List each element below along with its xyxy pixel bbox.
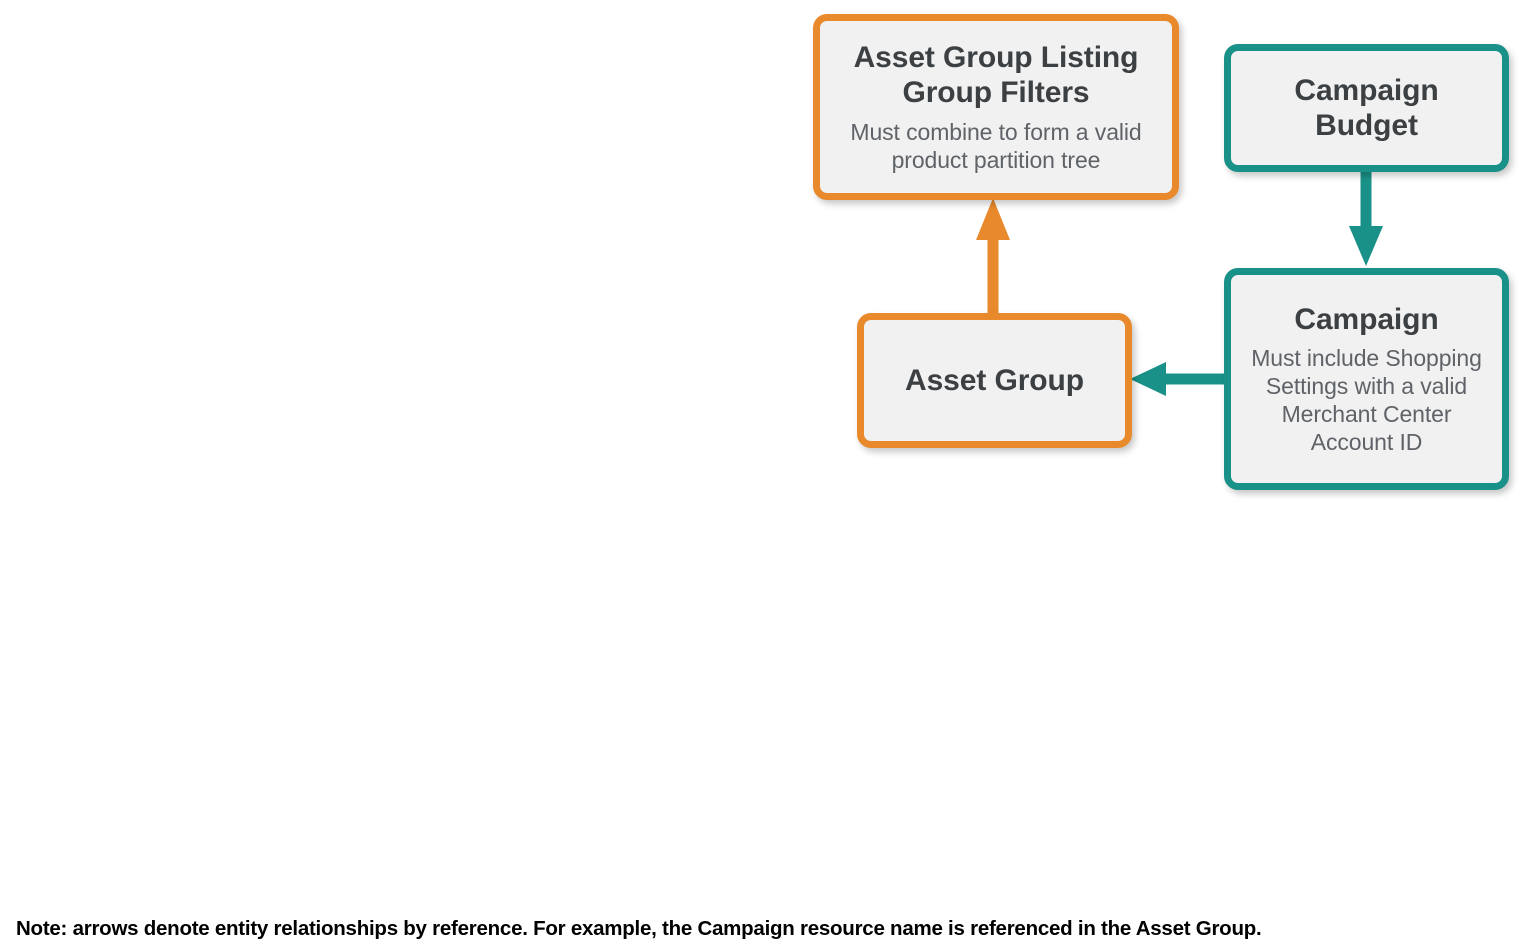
node-title: Campaign [1294, 302, 1439, 336]
footer-note: Note: arrows denote entity relationships… [16, 917, 1262, 940]
arrowhead-left-teal [1130, 362, 1166, 396]
node-campaign-budget[interactable]: Campaign Budget [1224, 44, 1509, 172]
node-subtitle: Must combine to form a valid product par… [850, 118, 1142, 173]
node-campaign[interactable]: Campaign Must include Shopping Settings … [1224, 268, 1509, 490]
node-subtitle: Must include Shopping Settings with a va… [1251, 344, 1482, 456]
edge-campaign-to-asset-group [1130, 362, 1226, 396]
edge-campaign-budget-to-campaign [1349, 170, 1383, 266]
node-asset-group-listing-group-filters[interactable]: Asset Group Listing Group Filters Must c… [813, 14, 1179, 200]
node-title: Campaign Budget [1294, 73, 1439, 142]
node-title: Asset Group [905, 363, 1084, 397]
arrowhead-up-orange [976, 198, 1010, 240]
node-title: Asset Group Listing Group Filters [853, 41, 1139, 110]
node-asset-group[interactable]: Asset Group [857, 313, 1132, 448]
edge-asset-group-to-listing-group-filters [976, 198, 1010, 315]
arrowhead-down-teal [1349, 226, 1383, 266]
